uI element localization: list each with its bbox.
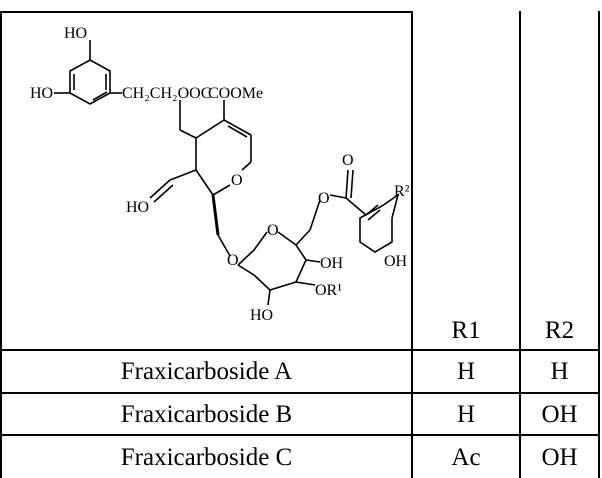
left-border	[0, 11, 2, 478]
table-row-name: Fraxicarboside B	[120, 400, 293, 428]
header-r2: R2	[544, 317, 575, 344]
header-r1: R1	[451, 317, 481, 344]
atom-carbonyl-o: O	[342, 152, 354, 169]
table-row-r1: Ac	[451, 443, 481, 471]
table-row-name: Fraxicarboside A	[120, 358, 293, 385]
table-row-r1: H	[456, 400, 476, 428]
table-row-r1: H	[456, 358, 476, 385]
column-divider-1	[411, 11, 413, 478]
table-row-r2: OH	[541, 400, 578, 428]
atom-linker: CH₂CH₂OOC	[122, 85, 211, 102]
row-divider-1	[0, 392, 600, 394]
atom-ho-sugar: HO	[250, 307, 273, 324]
atom-or1: OR¹	[315, 282, 342, 299]
atom-oh-sugar: OH	[320, 255, 344, 272]
table-row-name: Fraxicarboside C	[120, 443, 293, 471]
table-row-r2: H	[550, 358, 569, 385]
atom-oh-phenol: OH	[384, 253, 408, 270]
right-border	[598, 11, 600, 478]
atom-ho-left: HO	[30, 85, 53, 102]
atom-r2: R²	[394, 183, 410, 200]
atom-ring-o: O	[231, 172, 243, 189]
atom-sugar-o: O	[267, 222, 279, 239]
atom-ester: COOMe	[208, 85, 263, 102]
atom-glyco-o: O	[227, 252, 239, 269]
atom-ho-lower: HO	[126, 199, 149, 216]
atom-ho-top: HO	[64, 25, 87, 42]
chemical-structure-figure: HO HO CH₂CH₂OOC COOMe HO O O O O O R² OH…	[30, 25, 410, 324]
column-divider-2	[519, 11, 521, 478]
atom-ester-o: O	[318, 190, 330, 207]
header-row-divider	[0, 349, 600, 351]
row-divider-2	[0, 434, 600, 436]
table-row-r2: OH	[541, 443, 578, 471]
table-top-border	[0, 11, 411, 13]
